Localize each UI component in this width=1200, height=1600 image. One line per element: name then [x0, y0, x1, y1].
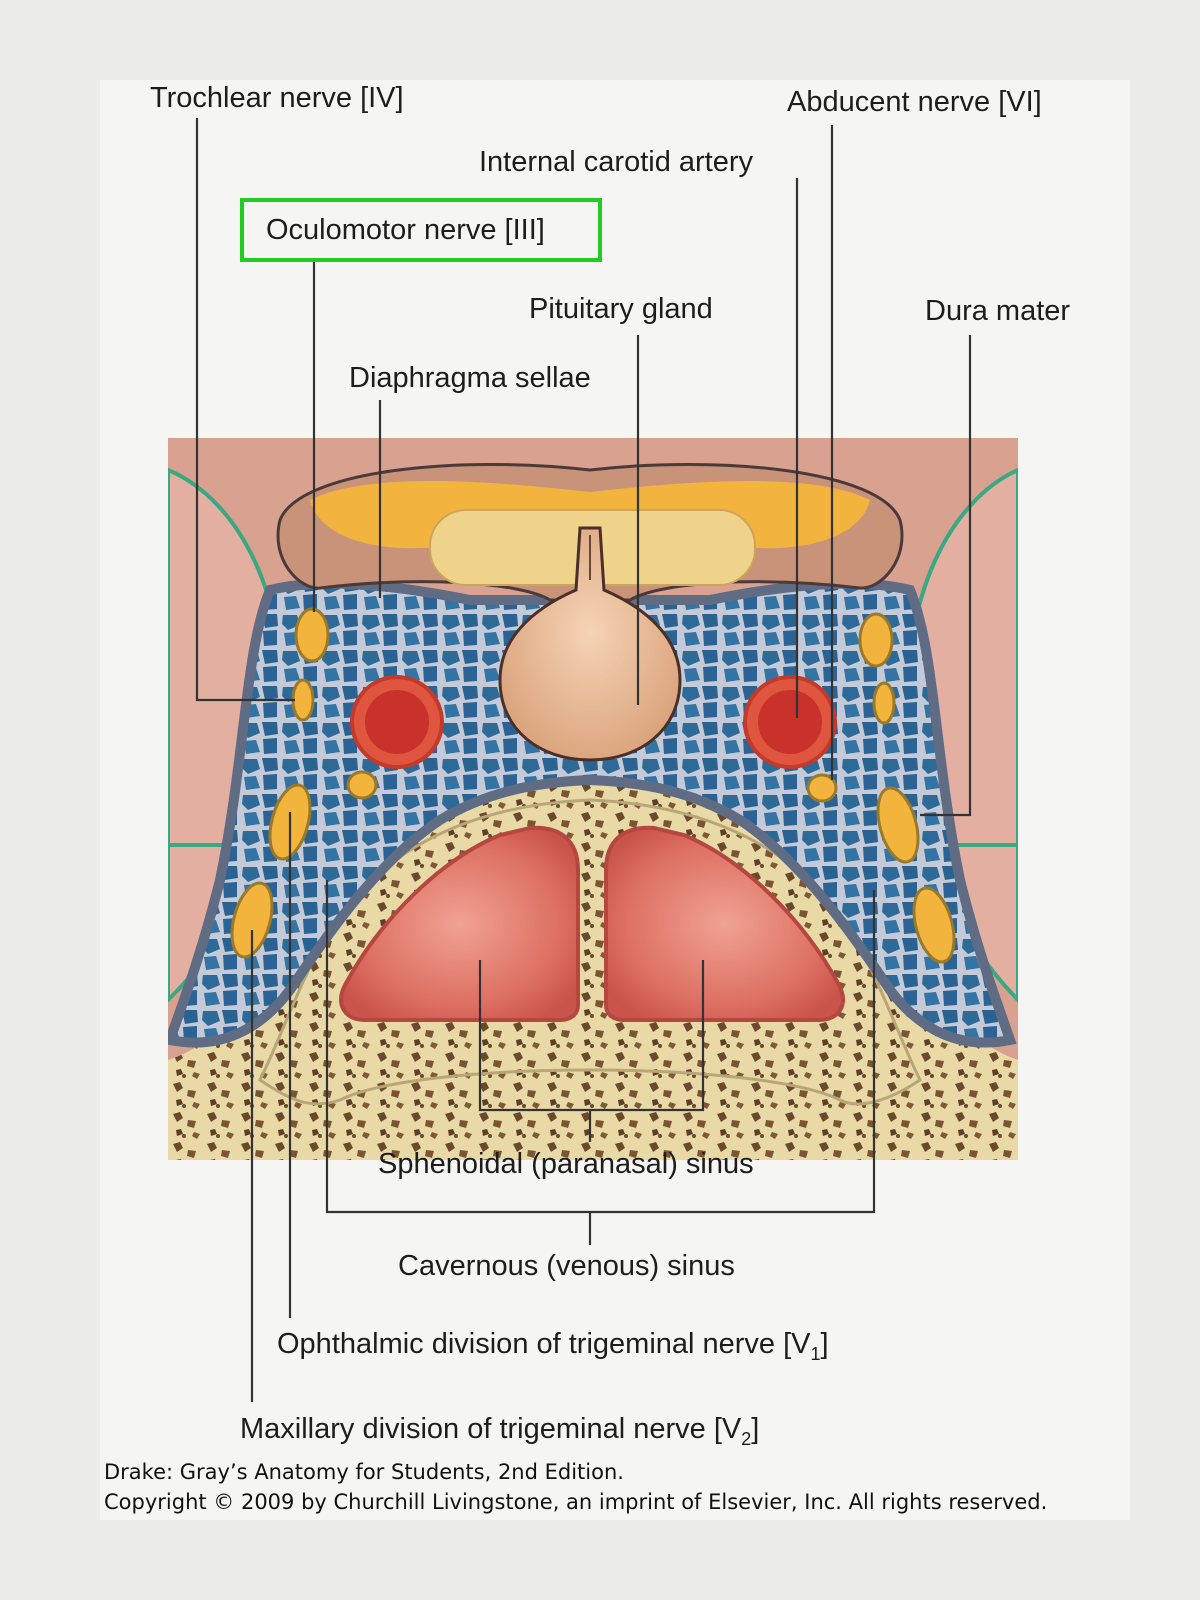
label-pituitary-gland: Pituitary gland: [529, 293, 713, 325]
anatomy-artwork: [168, 438, 1018, 1160]
left-oculomotor-nerve: [294, 607, 330, 663]
oculomotor-highlight-box: [240, 198, 602, 262]
label-sphenoidal-sinus: Sphenoidal (paranasal) sinus: [378, 1148, 754, 1180]
left-maxillary-nerve: [230, 881, 274, 959]
trochlear-leader: [195, 118, 295, 702]
right-trochlear-nerve: [872, 681, 896, 725]
label-dura-mater: Dura mater: [925, 295, 1071, 327]
right-carotid-lumen: [758, 690, 822, 754]
ophthalmic-label-text: Ophthalmic division of trigeminal nerve …: [277, 1328, 811, 1360]
label-oculomotor-nerve: Oculomotor nerve [III]: [266, 214, 545, 246]
left-sphenoidal-sinus: [339, 825, 580, 1022]
label-cavernous-sinus: Cavernous (venous) sinus: [398, 1250, 735, 1282]
credit-source: Drake: Gray’s Anatomy for Students, 2nd …: [104, 1460, 624, 1484]
label-abducent-nerve: Abducent nerve [VI]: [787, 86, 1042, 118]
label-maxillary-division: Maxillary division of trigeminal nerve […: [240, 1415, 759, 1448]
right-oculomotor-nerve: [858, 612, 894, 668]
pituitary-gland-shape: [498, 526, 682, 762]
maxillary-label-end: ]: [751, 1413, 760, 1445]
credit-copyright: Copyright © 2009 by Churchill Livingston…: [104, 1490, 1048, 1514]
label-trochlear-nerve: Trochlear nerve [IV]: [150, 82, 404, 114]
cavernous-leader: [325, 880, 876, 1245]
leader-lines: [195, 118, 972, 1402]
right-ophthalmic-nerve: [876, 786, 920, 864]
right-sphenoidal-sinus: [604, 825, 845, 1022]
dura-leader: [920, 335, 972, 817]
label-ophthalmic-division: Ophthalmic division of trigeminal nerve …: [277, 1330, 829, 1363]
ophthalmic-label-subscript: 1: [810, 1343, 821, 1364]
sphenoidal-leader: [478, 960, 705, 1142]
label-diaphragma-sellae: Diaphragma sellae: [349, 362, 591, 394]
ophthalmic-label-end: ]: [820, 1328, 829, 1360]
left-abducent-nerve: [346, 770, 378, 800]
bone-outer-rim: [258, 798, 922, 1106]
label-internal-carotid-artery: Internal carotid artery: [479, 146, 754, 178]
maxillary-label-subscript: 2: [741, 1428, 752, 1449]
maxillary-label-text: Maxillary division of trigeminal nerve […: [240, 1413, 742, 1445]
left-trochlear-nerve: [291, 678, 315, 722]
right-abducent-nerve: [806, 773, 838, 803]
right-maxillary-nerve: [912, 886, 956, 964]
left-carotid-lumen: [365, 690, 429, 754]
